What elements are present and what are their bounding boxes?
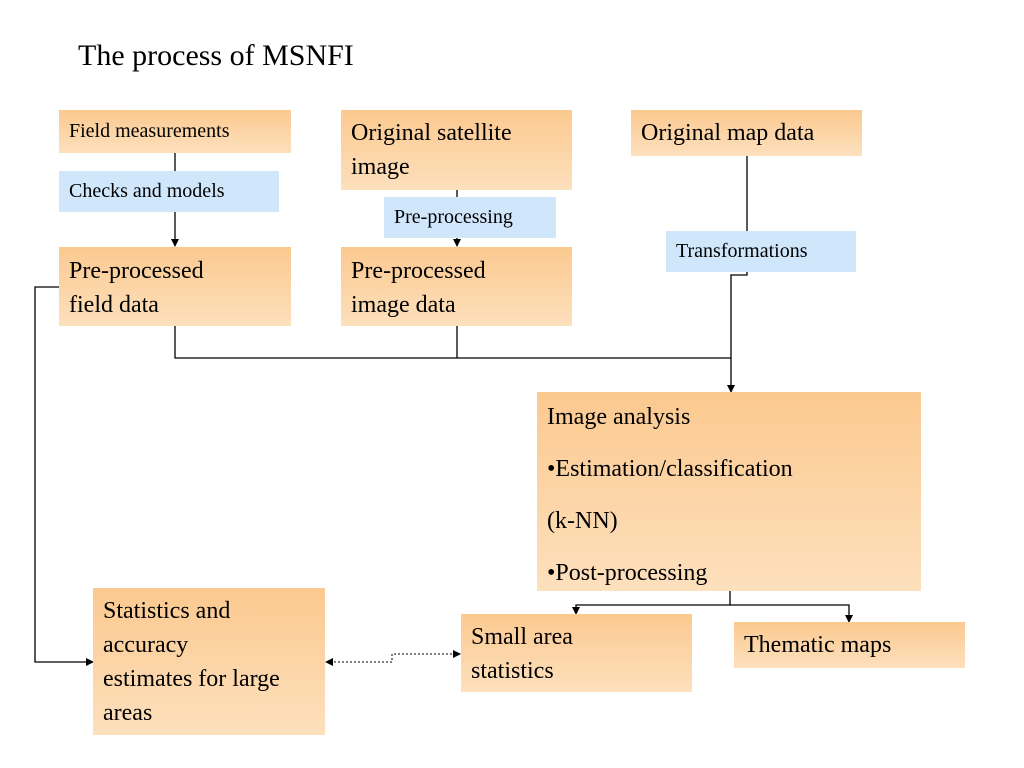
analysis-line: •Post-processing [547, 560, 708, 586]
box-original-map-label: Original map data [641, 120, 815, 146]
box-original-satellite-image: Original satellite image [341, 110, 572, 190]
dotted-arrowhead-right [453, 650, 461, 658]
dotted-arrowhead-left [325, 658, 333, 666]
arrow-map-to-analysis [727, 156, 748, 393]
box-line: field data [69, 292, 159, 318]
box-line: areas [103, 700, 153, 726]
analysis-line: Image analysis [547, 404, 691, 430]
box-line: estimates for large [103, 666, 280, 692]
line-field-to-merge [174, 326, 731, 359]
box-line: Original satellite [351, 120, 512, 146]
box-line: image data [351, 292, 456, 318]
tag-label: Pre-processing [394, 206, 513, 228]
box-thematic-maps: Thematic maps [734, 622, 965, 668]
tag-transformations: Transformations [666, 231, 856, 272]
tag-label: Checks and models [69, 180, 225, 202]
analysis-line: •Estimation/classification [547, 456, 793, 482]
box-original-map-data: Original map data [631, 110, 862, 156]
box-field-measurements-label: Field measurements [69, 120, 230, 142]
dotted-link-statistics [330, 653, 455, 663]
box-small-area-statistics: Small area statistics [461, 614, 692, 692]
box-preprocessed-field-data: Pre-processed field data [59, 247, 291, 326]
tag-label: Transformations [676, 240, 808, 262]
arrow-analysis-to-thematic [730, 604, 853, 623]
box-preprocessed-image-data: Pre-processed image data [341, 247, 572, 326]
box-line: Pre-processed [69, 258, 204, 284]
tag-pre-processing: Pre-processing [384, 197, 556, 238]
tag-checks-and-models: Checks and models [59, 171, 279, 212]
box-field-measurements: Field measurements [59, 110, 291, 153]
box-line: accuracy [103, 632, 189, 658]
box-thematic-maps-label: Thematic maps [744, 632, 892, 658]
arrow-analysis-to-small-area [572, 591, 731, 615]
box-line: Pre-processed [351, 258, 486, 284]
box-line: image [351, 154, 410, 180]
box-image-analysis: Image analysis •Estimation/classificatio… [537, 392, 921, 591]
box-line: Statistics and [103, 598, 231, 624]
page-title: The process of MSNFI [78, 39, 354, 72]
box-line: statistics [471, 658, 554, 684]
analysis-line: (k-NN) [547, 508, 618, 534]
box-statistics-large-areas: Statistics and accuracy estimates for la… [93, 588, 325, 735]
arrow-field-to-statistics [34, 286, 94, 666]
box-line: Small area [471, 624, 573, 650]
